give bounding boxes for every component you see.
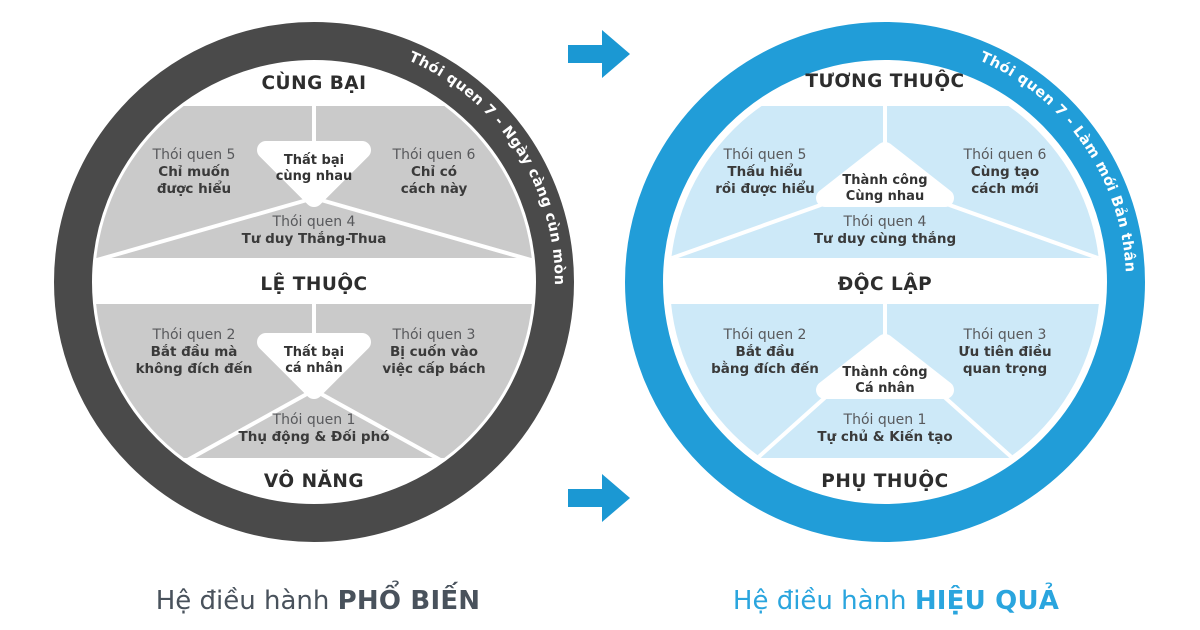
habit1-desc: Thụ động & Đối phó xyxy=(239,428,390,445)
habit6-desc-line1: Chỉ có xyxy=(411,164,457,180)
habit5-title: Thói quen 5 xyxy=(152,147,236,163)
habit3-desc-line1: Ưu tiên điều xyxy=(958,343,1051,360)
middle-quadrant-label: ĐỘC LẬP xyxy=(838,273,932,295)
effective-os-diagram: TƯƠNG THUỘC ĐỘC LẬP PHỤ THUỘC Thói quen … xyxy=(625,22,1145,542)
section-dividers xyxy=(670,106,1100,464)
habit1-title: Thói quen 1 xyxy=(272,412,356,428)
habit6-desc-line2: cách mới xyxy=(971,181,1038,197)
habit2-title: Thói quen 2 xyxy=(723,327,807,343)
habit5-desc-line2: được hiểu xyxy=(157,180,231,197)
habit5-desc-line2: rồi được hiểu xyxy=(715,180,815,197)
ineffective-os-diagram: CÙNG BẠI LỆ THUỘC VÔ NĂNG Thói quen 5 Ch… xyxy=(54,22,574,542)
top-quadrant-label: CÙNG BẠI xyxy=(261,72,366,94)
habit6-title: Thói quen 6 xyxy=(392,147,476,163)
lower-callout-line1: Thành công xyxy=(842,365,927,380)
habit2-desc-line2: không đích đến xyxy=(136,360,253,377)
habit3-title: Thói quen 3 xyxy=(963,327,1047,343)
transition-arrow-bottom-icon xyxy=(568,474,630,522)
habit2-title: Thói quen 2 xyxy=(152,327,236,343)
habit6-desc-line2: cách này xyxy=(401,181,468,197)
right-diagram-caption: Hệ điều hành HIỆU QUẢ xyxy=(733,586,1059,616)
habit2-desc-line1: Bắt đầu xyxy=(736,343,795,360)
transition-arrow-top-icon xyxy=(568,30,630,78)
habit4-title: Thói quen 4 xyxy=(843,214,927,230)
habit1-title: Thói quen 1 xyxy=(843,412,927,428)
caption-prefix: Hệ điều hành xyxy=(732,586,907,616)
habit3-desc-line1: Bị cuốn vào xyxy=(390,343,478,360)
caption-emphasis: HIỆU QUẢ xyxy=(914,586,1060,616)
habit3-title: Thói quen 3 xyxy=(392,327,476,343)
middle-quadrant-label: LỆ THUỘC xyxy=(260,273,367,295)
habit4-desc: Tư duy cùng thắng xyxy=(814,230,956,247)
habit5-desc-line1: Thấu hiểu xyxy=(727,163,802,180)
caption-prefix: Hệ điều hành xyxy=(155,586,330,616)
upper-center-callout-triangle xyxy=(257,141,371,207)
habit5-desc-line1: Chỉ muốn xyxy=(158,163,229,180)
upper-callout-line1: Thất bại xyxy=(284,153,344,168)
habit6-desc-line1: Cùng tạo xyxy=(971,164,1039,180)
habit3-desc-line2: quan trọng xyxy=(963,361,1047,377)
habit1-desc: Tự chủ & Kiến tạo xyxy=(817,428,952,445)
lower-center-callout-triangle xyxy=(816,334,954,399)
lower-center-callout-triangle xyxy=(257,333,371,399)
bottom-quadrant-label: VÔ NĂNG xyxy=(264,470,364,492)
lower-callout-line2: cá nhân xyxy=(285,361,343,376)
upper-center-callout-triangle xyxy=(816,142,954,207)
upper-callout-line2: Cùng nhau xyxy=(846,189,924,204)
habit4-desc: Tư duy Thắng-Thua xyxy=(242,230,387,247)
habit6-title: Thói quen 6 xyxy=(963,147,1047,163)
lower-callout-line1: Thất bại xyxy=(284,345,344,360)
upper-callout-line1: Thành công xyxy=(842,173,927,188)
left-diagram-caption: Hệ điều hành PHỔ BIẾN xyxy=(156,586,481,616)
habit3-desc-line2: việc cấp bách xyxy=(382,360,485,377)
habit4-title: Thói quen 4 xyxy=(272,214,356,230)
lower-callout-line2: Cá nhân xyxy=(855,381,914,396)
habit5-title: Thói quen 5 xyxy=(723,147,807,163)
habit2-desc-line1: Bắt đầu mà xyxy=(151,343,238,360)
habit2-desc-line2: bằng đích đến xyxy=(711,360,819,377)
upper-callout-line2: cùng nhau xyxy=(276,169,353,184)
top-quadrant-label: TƯƠNG THUỘC xyxy=(805,70,964,92)
caption-emphasis: PHỔ BIẾN xyxy=(337,586,481,616)
bottom-quadrant-label: PHỤ THUỘC xyxy=(821,470,948,492)
